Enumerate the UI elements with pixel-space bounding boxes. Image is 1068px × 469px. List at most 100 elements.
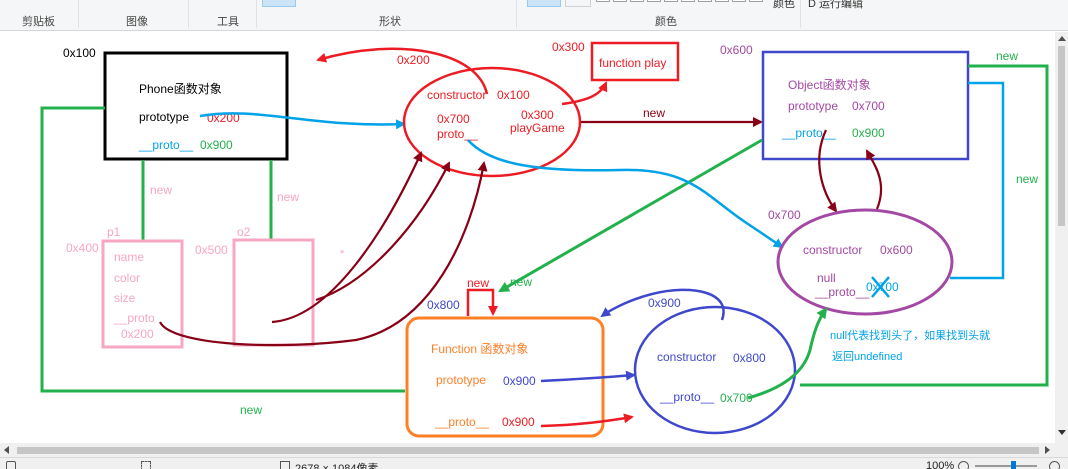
object-prototype-address: 0x700 <box>768 208 801 222</box>
function-prototype-proto-value: 0x700 <box>720 391 753 405</box>
horizontal-scroll-thumb[interactable] <box>17 447 1039 454</box>
selection-size-icon <box>141 461 151 469</box>
palette-swatch[interactable] <box>681 0 695 2</box>
new-label-p2: new <box>277 190 299 204</box>
zoom-slider-thumb[interactable] <box>1011 461 1016 469</box>
group-separator <box>78 0 79 28</box>
new-link-function-phone <box>40 106 405 393</box>
palette-swatch[interactable] <box>647 0 661 2</box>
phone-prototype-method-value: 0x300 <box>521 108 554 122</box>
group-label-tools: 工具 <box>217 16 239 28</box>
new-label-function-phone: new <box>240 403 262 417</box>
new-label-object-right-top: new <box>996 49 1018 63</box>
scrollbar-corner <box>1055 443 1068 457</box>
group-label-clipboard: 剪贴板 <box>22 16 55 28</box>
scroll-up-icon[interactable] <box>1058 36 1066 41</box>
vertical-scrollbar[interactable] <box>1055 32 1068 443</box>
note-line-2: 返回undefined <box>832 350 902 363</box>
object-prototype-label: prototype <box>788 99 838 113</box>
arrow-function-prototype <box>540 370 636 383</box>
instance-p1-address: 0x400 <box>66 241 99 255</box>
zoom-level: 100% <box>926 460 955 469</box>
function-self-new-loop <box>466 288 498 316</box>
phone-prototype-constructor-value: 0x100 <box>497 88 530 102</box>
palette-swatch[interactable] <box>664 0 678 2</box>
phone-prototype-proto-value: 0x700 <box>437 112 470 126</box>
zoom-slider[interactable] <box>975 461 1037 469</box>
instance-p1-field-name: name <box>114 250 144 264</box>
paint3d-button[interactable]: D 运行编辑 <box>808 0 863 10</box>
instance-p1-box <box>101 239 184 349</box>
palette-swatch[interactable] <box>613 0 627 2</box>
cursor-position-icon <box>6 461 16 469</box>
new-label-function-self: new <box>467 276 489 290</box>
canvas-size-icon <box>280 461 290 469</box>
new-label-p1: new <box>150 183 172 197</box>
scroll-right-icon[interactable] <box>1045 446 1050 454</box>
color1-button[interactable] <box>527 0 561 7</box>
arrow-function-prototype-constructor <box>600 288 725 321</box>
object-address-label: 0x600 <box>720 43 753 57</box>
instance-p1-name: p1 <box>107 225 121 239</box>
selected-tool-button[interactable] <box>262 0 296 7</box>
zoom-in-icon[interactable] <box>1049 461 1060 469</box>
phone-proto-label: __proto__ <box>138 138 193 152</box>
palette-swatch[interactable] <box>596 0 610 2</box>
group-separator <box>516 0 517 28</box>
note-line-1: null代表找到头了，如果找到头就 <box>830 328 990 342</box>
function-title: Function 函数对象 <box>431 341 528 356</box>
function-play-box <box>590 41 680 82</box>
function-play-label: function play <box>599 56 666 70</box>
arrow-object-new-function <box>498 138 763 293</box>
vertical-scroll-thumb[interactable] <box>1058 46 1065 226</box>
phone-address-label: 0x100 <box>63 46 96 60</box>
group-separator <box>800 0 801 28</box>
ribbon: 颜色 D 运行编辑 剪贴板 图像 工具 形状 颜色 <box>0 0 1068 31</box>
function-prototype-constructor-label: constructor <box>657 350 716 364</box>
arrow-function-prototype-proto <box>747 307 828 400</box>
function-proto-value: 0x900 <box>502 415 535 429</box>
color-palette <box>596 0 763 2</box>
arrow-constructor-to-phone <box>316 47 489 95</box>
object-prototype-value: 0x700 <box>852 99 885 113</box>
color2-button[interactable] <box>565 0 591 7</box>
palette-swatch[interactable] <box>630 0 644 2</box>
group-label-shapes: 形状 <box>379 16 401 28</box>
function-prototype-ellipse <box>633 305 797 435</box>
object-prototype-ellipse <box>776 208 954 316</box>
phone-proto-value: 0x900 <box>200 138 233 152</box>
palette-swatch[interactable] <box>749 0 763 2</box>
arrow-object-prototype-down <box>818 129 838 213</box>
function-proto-label: __proto__ <box>434 415 489 429</box>
phone-function-box <box>103 51 289 161</box>
horizontal-scrollbar[interactable] <box>0 443 1055 457</box>
instance-p1-field-color: color <box>114 271 140 285</box>
instance-p2-address: 0x500 <box>195 243 228 257</box>
phone-prototype-ellipse <box>402 66 582 178</box>
phone-prototype-constructor-label: constructor <box>427 88 486 102</box>
function-prototype-constructor-value: 0x800 <box>733 351 766 365</box>
palette-swatch[interactable] <box>715 0 729 2</box>
function-prototype-proto-label: __proto__ <box>659 390 714 404</box>
edit-colors-button[interactable]: 颜色 <box>773 0 795 10</box>
stray-asterisk: * <box>340 248 345 260</box>
link-object-to-object-prototype <box>950 81 1005 280</box>
canvas-background[interactable] <box>0 32 1055 443</box>
object-prototype-null-label: null <box>817 271 836 285</box>
new-label-object-function: new <box>510 275 532 289</box>
arrow-object-constructor-up <box>866 149 883 210</box>
group-separator <box>188 0 189 28</box>
scroll-left-icon[interactable] <box>4 446 9 454</box>
arrow-p1-proto <box>159 161 488 347</box>
palette-swatch[interactable] <box>698 0 712 2</box>
palette-swatch[interactable] <box>732 0 746 2</box>
zoom-out-icon[interactable] <box>958 461 969 469</box>
new-label-object: new <box>643 106 665 120</box>
scroll-down-icon[interactable] <box>1058 430 1066 435</box>
arrow-p2-proto <box>271 151 423 324</box>
function-prototype-address: 0x900 <box>648 296 681 310</box>
object-proto-value: 0x900 <box>852 126 885 140</box>
group-separator <box>256 0 257 28</box>
group-label-image: 图像 <box>126 16 148 28</box>
